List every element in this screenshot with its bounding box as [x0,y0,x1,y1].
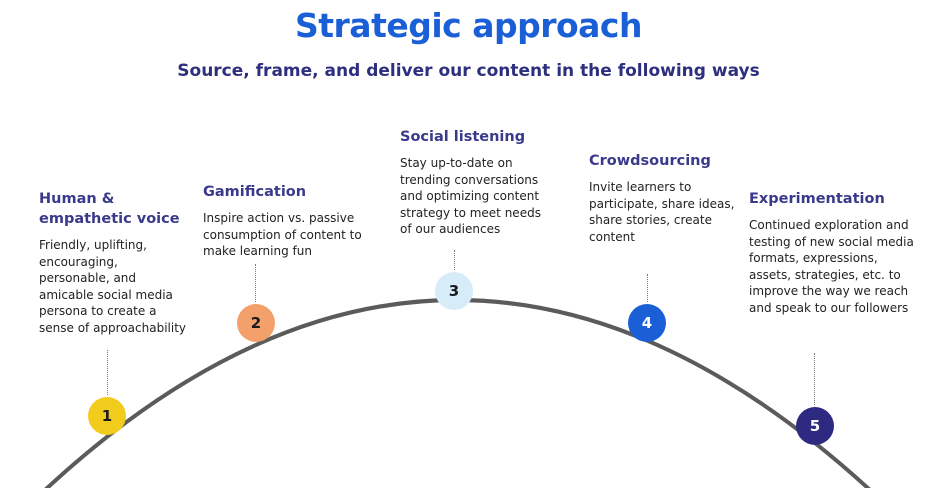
step-1-heading-line1: Human & [39,191,115,207]
step-5-description: Continued exploration and testing of new… [749,217,929,316]
desc-line: Inspire action vs. passive [203,211,355,225]
step-3-heading: Social listening [400,129,526,145]
step-1-number-circle: 1 [88,397,126,435]
desc-line: encouraging, [39,254,118,269]
desc-line: consumption of content to [203,227,362,242]
page-subtitle: Source, frame, and deliver our content i… [177,61,760,81]
step-1-heading: Human & empathetic voice [39,189,199,229]
desc-line: assets, strategies, etc. to [749,267,901,282]
step-2-connector [255,264,256,302]
step-4-heading: Crowdsourcing [589,153,711,169]
step-3-description: Stay up-to-date on trending conversation… [400,155,560,238]
desc-line: make learning fun [203,244,312,258]
step-4-description: Invite learners to participate, share id… [589,179,749,245]
desc-line: Continued exploration and [749,218,909,232]
step-3-number: 3 [448,282,460,300]
desc-line: strategy to meet needs [400,205,541,220]
step-5-heading: Experimentation [749,191,885,207]
step-4-number-circle: 4 [628,304,666,342]
step-3-connector [454,250,455,270]
desc-line: formats, expressions, [749,251,878,265]
desc-line: testing of new social media [749,234,914,249]
desc-line: and optimizing content [400,189,540,203]
desc-line: trending conversations [400,172,539,187]
step-2: Gamification Inspire action vs. passive … [203,182,373,260]
desc-line: content [589,229,635,244]
page-title: Strategic approach [294,6,643,45]
step-1-description: Friendly, uplifting, encouraging, person… [39,237,199,336]
desc-line: persona to create a [39,304,157,318]
step-5-number-circle: 5 [796,407,834,445]
desc-line: of our audiences [400,222,501,236]
desc-line: Stay up-to-date on [400,156,513,170]
desc-line: personable, and [39,271,137,285]
step-4-connector [647,274,648,302]
step-1-connector [107,350,108,395]
desc-line: participate, share ideas, [589,196,735,211]
desc-line: amicable social media [39,287,173,302]
desc-line: improve the way we reach [749,284,909,298]
step-4: Crowdsourcing Invite learners to partici… [589,151,749,245]
step-3-number-circle: 3 [435,272,473,310]
desc-line: Invite learners to [589,180,692,194]
step-2-number-circle: 2 [237,304,275,342]
step-5-connector [814,353,815,405]
step-4-number: 4 [641,314,653,332]
step-2-description: Inspire action vs. passive consumption o… [203,210,373,260]
desc-line: sense of approachability [39,320,187,335]
desc-line: share stories, create [589,213,712,227]
step-1-number: 1 [101,407,113,425]
desc-line: and speak to our followers [749,300,909,315]
step-2-number: 2 [250,314,262,332]
step-3: Social listening Stay up-to-date on tren… [400,127,560,238]
step-2-heading: Gamification [203,184,307,200]
desc-line: Friendly, uplifting, [39,238,147,252]
step-1: Human & empathetic voice Friendly, uplif… [39,189,199,336]
step-5-number: 5 [809,417,821,435]
step-5: Experimentation Continued exploration an… [749,189,929,316]
step-1-heading-line2: empathetic voice [39,211,180,227]
